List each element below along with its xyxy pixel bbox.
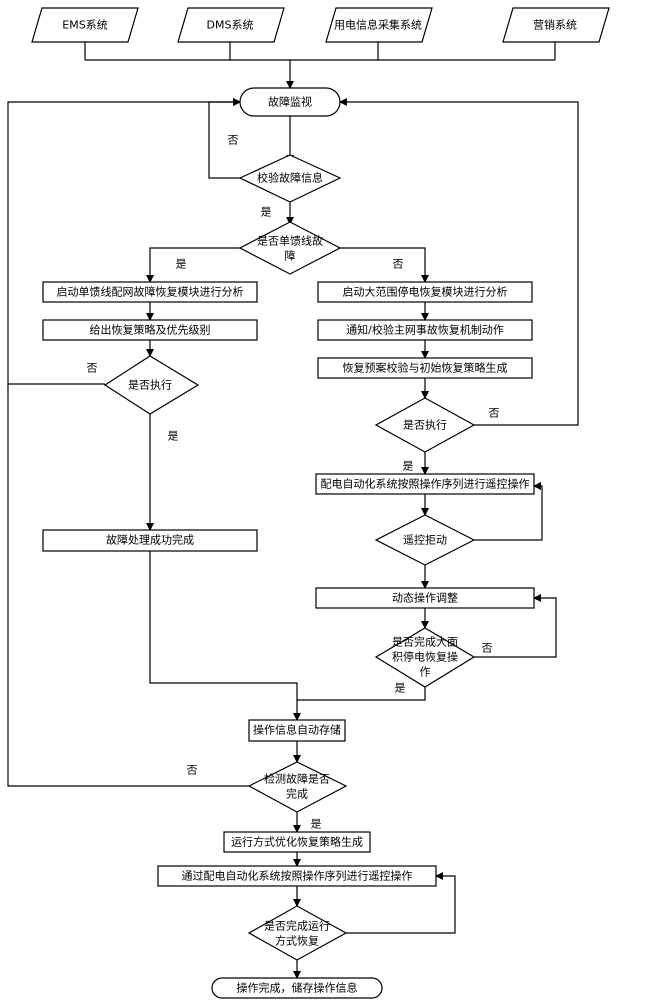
label-detect-yes: 是	[311, 818, 322, 831]
edge-right-complete-no	[474, 594, 557, 658]
source-dms: DMS系统	[177, 7, 285, 43]
node-right-reject: 遥控拒动	[374, 514, 476, 566]
mode-label-2: 方式恢复	[275, 934, 319, 948]
node-verify: 校验故障信息	[238, 154, 342, 203]
label-right-exec-no: 否	[489, 407, 500, 420]
node-left-start: 启动单馈线配网故障恢复模块进行分析	[42, 281, 258, 303]
right-plan-label: 恢复预案校验与初始恢复策略生成	[343, 361, 508, 375]
node-right-remote: 配电自动化系统按照操作序列进行遥控操作	[315, 473, 535, 495]
right-start-label: 启动大范围停电恢复模块进行分析	[343, 285, 508, 299]
node-right-adjust: 动态操作调整	[315, 587, 535, 609]
right-remote-label: 配电自动化系统按照操作序列进行遥控操作	[321, 477, 530, 491]
label-left-exec-no: 否	[87, 362, 98, 375]
node-end: 操作完成，储存操作信息	[211, 977, 383, 999]
edge-detect-no	[7, 384, 249, 787]
label-right-exec-yes: 是	[403, 460, 414, 473]
optimize-label: 运行方式优化恢复策略生成	[231, 835, 363, 849]
label-verify-yes: 是	[261, 206, 272, 219]
node-right-plan: 恢复预案校验与初始恢复策略生成	[317, 357, 533, 379]
source-ems-label: EMS系统	[62, 19, 107, 32]
source-collect-label: 用电信息采集系统	[334, 18, 422, 32]
node-right-notify: 通知/校验主网事故恢复机制动作	[317, 319, 533, 341]
store-label: 操作信息自动存储	[253, 723, 341, 737]
monitor-label: 故障监视	[268, 95, 312, 109]
edges	[7, 42, 579, 979]
edge-labels: 否 是 是 否 否 是 否 是 否 是 否 是	[87, 134, 500, 831]
node-single-feeder: 是否单馈线故 障	[238, 221, 342, 275]
edge-single-no	[340, 247, 429, 283]
source-collect: 用电信息采集系统	[325, 7, 433, 43]
node-left-done: 故障处理成功完成	[42, 529, 258, 552]
right-complete-label-1: 是否完成大面	[392, 635, 458, 649]
single-feeder-label-2: 障	[285, 249, 296, 263]
node-left-strategy: 给出恢复策略及优先级别	[42, 319, 258, 341]
label-detect-no: 否	[187, 764, 198, 777]
left-strategy-label: 给出恢复策略及优先级别	[90, 323, 211, 337]
right-complete-label-3: 作	[420, 666, 431, 679]
remote2-label: 通过配电自动化系统按照操作序列进行遥控操作	[182, 869, 413, 883]
verify-label: 校验故障信息	[257, 171, 323, 185]
node-left-exec: 是否执行	[103, 355, 200, 415]
label-left-exec-yes: 是	[168, 430, 179, 443]
edge-right-exec-no	[339, 98, 579, 426]
source-dms-label: DMS系统	[207, 19, 254, 32]
right-adjust-label: 动态操作调整	[392, 591, 458, 605]
detect-label-2: 完成	[286, 787, 308, 801]
label-right-complete-no: 否	[482, 642, 493, 655]
edge-right-reject-loop	[474, 482, 543, 541]
single-feeder-label-1: 是否单馈线故	[257, 234, 323, 248]
node-remote2: 通过配电自动化系统按照操作序列进行遥控操作	[157, 865, 437, 887]
label-single-no: 否	[393, 258, 404, 271]
node-detect: 检测故障是否 完成	[247, 761, 348, 813]
edge-mode-loop	[346, 872, 456, 934]
left-done-label: 故障处理成功完成	[106, 533, 194, 547]
source-marketing: 营销系统	[502, 7, 610, 43]
end-label: 操作完成，储存操作信息	[237, 981, 358, 995]
detect-label-1: 检测故障是否	[264, 772, 330, 786]
label-verify-no: 否	[228, 134, 239, 147]
right-notify-label: 通知/校验主网事故恢复机制动作	[346, 323, 504, 337]
node-mode: 是否完成运行 方式恢复	[247, 905, 348, 961]
node-monitor: 故障监视	[239, 87, 341, 117]
left-exec-label: 是否执行	[128, 378, 172, 392]
edge-right-complete-yes	[297, 687, 426, 701]
left-start-label: 启动单馈线配网故障恢复模块进行分析	[57, 285, 244, 299]
right-complete-label-2: 积停电恢复操	[392, 650, 458, 664]
edge-left-exec-no	[7, 98, 241, 385]
right-exec-label: 是否执行	[403, 418, 447, 432]
node-optimize: 运行方式优化恢复策略生成	[223, 831, 371, 853]
mode-label-1: 是否完成运行	[264, 919, 330, 933]
source-marketing-label: 营销系统	[533, 18, 577, 32]
edge-single-yes	[146, 247, 240, 283]
edge-left-done-store	[149, 551, 301, 721]
node-right-complete: 是否完成大面 积停电恢复操 作	[374, 627, 476, 688]
source-ems: EMS系统	[31, 7, 139, 43]
label-right-complete-yes: 是	[395, 682, 406, 695]
right-reject-label: 遥控拒动	[403, 533, 447, 547]
node-right-start: 启动大范围停电恢复模块进行分析	[317, 281, 533, 303]
label-single-yes: 是	[176, 258, 187, 271]
node-store: 操作信息自动存储	[248, 719, 346, 742]
node-right-exec: 是否执行	[374, 397, 476, 453]
